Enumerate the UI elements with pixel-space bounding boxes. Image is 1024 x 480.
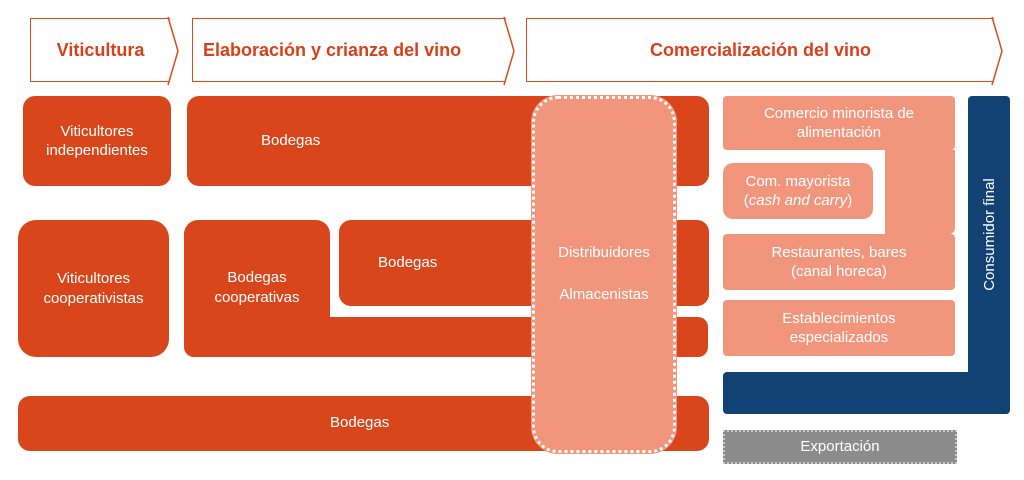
- consumidor-final-bar: [968, 96, 1010, 414]
- label-cash-and-carry: cash and carry: [748, 192, 848, 209]
- label-cash-and-carry-line: (cash and carry): [743, 192, 853, 209]
- box-bodegas-top-label: Bodegas: [261, 132, 321, 149]
- box-viticultores-independientes: Viticultores independientes: [23, 96, 171, 186]
- label-distribuidores: Distribuidores: [558, 244, 650, 261]
- header-viticultura: Viticultura: [30, 16, 179, 86]
- box-exportacion: Exportación: [723, 430, 957, 464]
- header-elaboracion-label: Elaboración y crianza del vino: [203, 39, 462, 60]
- box-establecimientos: Establecimientos especializados: [723, 300, 955, 356]
- box-bodegas-mid-label: Bodegas: [378, 254, 438, 271]
- consumidor-final-base: [723, 372, 1010, 414]
- box-bodegas-cooperativas-label: Bodegas cooperativas: [214, 269, 300, 306]
- header-comercializacion-label: Comercialización del vino: [649, 39, 872, 60]
- label-almacenistas: Almacenistas: [559, 286, 649, 303]
- header-elaboracion: Elaboración y crianza del vino: [192, 16, 515, 86]
- label-com-mayorista: Com. mayorista: [745, 172, 851, 190]
- header-arrow-tip: [167, 16, 179, 86]
- header-arrow-tip: [503, 16, 515, 86]
- channel-connector: [885, 150, 955, 234]
- box-restaurantes: Restaurantes, bares (canal horeca): [723, 234, 955, 290]
- header-viticultura-label: Viticultura: [56, 39, 145, 60]
- box-distribuidores-almacenistas: Distribuidores Almacenistas: [532, 96, 676, 453]
- consumidor-final-label: Consumidor final: [968, 96, 1010, 372]
- box-bodegas-bottom-label: Bodegas: [330, 414, 390, 431]
- box-viticultores-cooperativistas: Viticultores cooperativistas: [18, 220, 169, 357]
- box-comercio-minorista: Comercio minorista de alimentación: [723, 96, 955, 150]
- header-arrow-tip: [991, 16, 1003, 86]
- box-com-mayorista: Com. mayorista (cash and carry): [723, 163, 873, 219]
- consumidor-final-text: Consumidor final: [980, 177, 998, 291]
- header-comercializacion: Comercialización del vino: [526, 16, 1003, 86]
